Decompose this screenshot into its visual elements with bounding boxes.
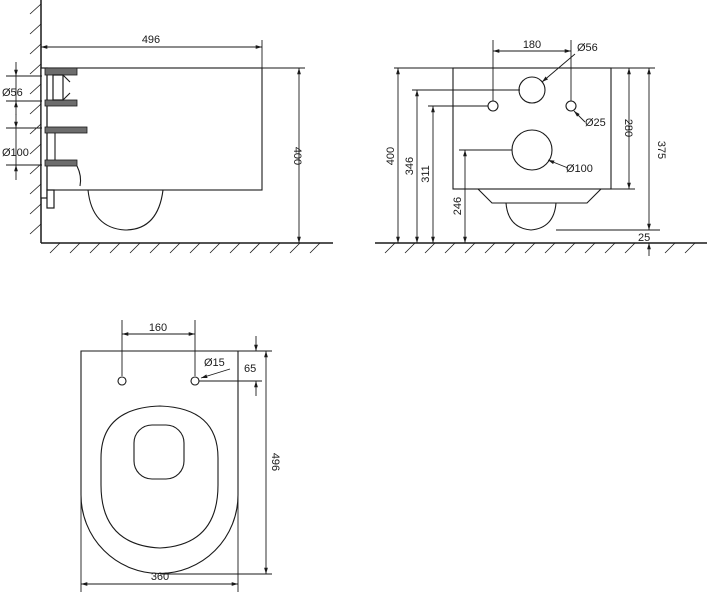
- top-view: 160 Ø15 65 496 360: [80, 320, 281, 592]
- front-inlet-leader: [541, 53, 576, 83]
- front-outlet-hole: [511, 129, 553, 171]
- top-bolt-hole-left: [117, 376, 127, 386]
- front-floor-hatching: [384, 242, 696, 254]
- top-depth-label: 496: [269, 453, 281, 471]
- side-width-dimension: [41, 40, 263, 68]
- side-inlet-label: Ø56: [2, 87, 23, 99]
- top-bolt-spacing-dimension: [121, 320, 196, 376]
- side-width-label: 496: [142, 34, 160, 46]
- floor-hatching: [49, 242, 321, 254]
- top-depth-dimension: [160, 350, 272, 575]
- inlet-dimension: [6, 62, 42, 115]
- top-inner-bowl: [133, 424, 185, 480]
- inlet-pipe: [44, 67, 78, 107]
- front-floor-gap-label: 25: [638, 232, 650, 244]
- top-outline: [80, 350, 239, 575]
- wall-hatching: [29, 3, 42, 235]
- front-bowl-shoulder: [477, 188, 602, 204]
- front-right-dimensions: [556, 67, 660, 256]
- top-width-dimension: [80, 495, 239, 592]
- front-bolt-hole-right: [565, 100, 577, 112]
- bowl-bottom: [87, 189, 164, 231]
- top-width-label: 360: [151, 571, 169, 583]
- front-small-hole-label: Ø25: [585, 117, 606, 129]
- top-bolt-label: Ø15: [204, 357, 225, 369]
- front-outlet-leader: [547, 159, 569, 169]
- side-height-dimension: [262, 67, 305, 243]
- front-left-dim-400: 400: [385, 147, 397, 165]
- front-inlet-label: Ø56: [577, 42, 598, 54]
- front-inlet-hole: [518, 76, 546, 104]
- front-back-plate: [452, 67, 612, 190]
- top-seat-opening: [100, 405, 219, 549]
- front-left-dimensions: [394, 67, 520, 243]
- front-outlet-label: Ø100: [566, 163, 593, 175]
- front-view: 180 Ø56 Ø25 Ø100 280 375 25: [375, 39, 707, 256]
- front-outlet-height-label: 280: [622, 119, 634, 137]
- outlet-dimension: [6, 114, 42, 180]
- top-bolt-spacing-label: 160: [149, 322, 167, 334]
- front-total-height-label: 375: [655, 141, 667, 159]
- front-spacing-dimension: [492, 40, 572, 101]
- top-bolt-offset-label: 65: [244, 363, 256, 375]
- front-left-dim-246: 246: [452, 197, 464, 215]
- front-bowl-bottom: [505, 202, 557, 231]
- top-bolt-hole-right: [190, 376, 200, 386]
- top-bolt-offset-dimension: [199, 336, 262, 396]
- front-left-dim-346: 346: [404, 157, 416, 175]
- front-small-hole-leader: [573, 110, 586, 123]
- front-left-dim-311: 311: [420, 165, 432, 183]
- side-height-label: 400: [291, 147, 303, 165]
- outlet-pipe: [44, 126, 88, 187]
- front-spacing-label: 180: [523, 39, 541, 51]
- plate-foot: [46, 189, 55, 209]
- side-view: Ø56 Ø100 496 400: [2, 0, 333, 254]
- top-bolt-leader: [200, 368, 231, 379]
- side-outlet-label: Ø100: [2, 147, 29, 159]
- front-bolt-hole-left: [487, 100, 499, 112]
